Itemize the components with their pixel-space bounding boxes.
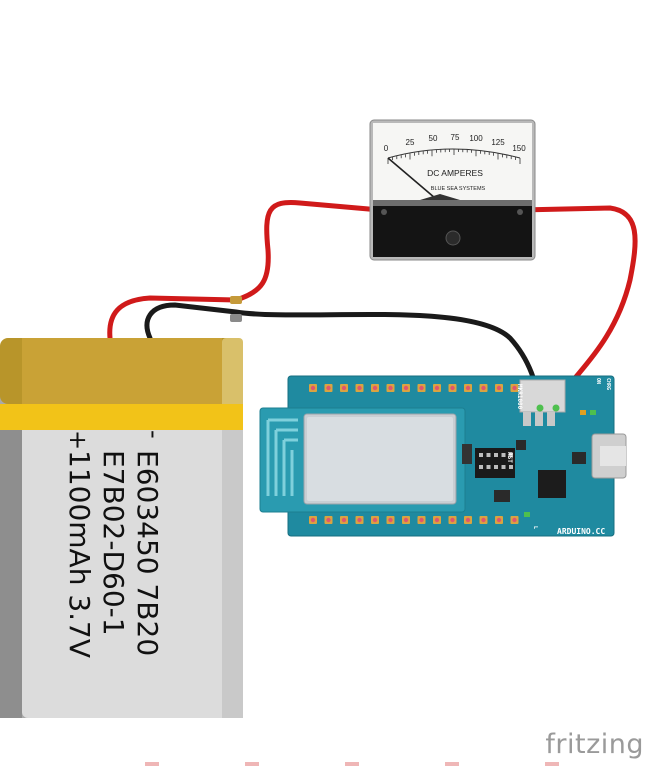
- header-pin-hole: [419, 517, 424, 523]
- meter-tick-label: 75: [451, 133, 460, 142]
- meter-face: [373, 123, 532, 203]
- header-pin-hole: [326, 385, 331, 391]
- board-on-label: ON: [595, 378, 601, 384]
- header-pin-hole: [403, 517, 409, 523]
- header-pin-hole: [341, 517, 347, 523]
- breadboard-edge-marks: [145, 762, 559, 766]
- header-pin-hole: [372, 517, 378, 523]
- header-pin-hole: [326, 517, 331, 523]
- header-pin-hole: [512, 517, 517, 523]
- prog-header-pin: [501, 453, 506, 457]
- header-pin-hole: [388, 385, 393, 391]
- prog-header-pin: [486, 453, 491, 457]
- header-pin-hole: [496, 517, 502, 523]
- header-pin-hole: [403, 385, 409, 391]
- prog-header-pin: [509, 465, 513, 469]
- header-pin-hole: [419, 385, 424, 391]
- header-pins-bottom: [309, 516, 519, 524]
- header-pin-hole: [512, 385, 517, 391]
- header-pin-hole: [496, 385, 502, 391]
- header-pins-top: [309, 384, 519, 392]
- header-pin-hole: [465, 517, 471, 523]
- header-pin-hole: [450, 385, 455, 391]
- board-l-label: L: [532, 526, 538, 529]
- header-pin-hole: [434, 385, 440, 391]
- header-pin-hole: [341, 385, 347, 391]
- negative-wire-pin: [536, 404, 544, 412]
- board-brand: ARDUINO.CC: [557, 527, 605, 536]
- battery-label-line2: E7B02-D60-1: [97, 450, 130, 636]
- wire-junction-black: [230, 314, 242, 322]
- fritzing-logo: fritzing: [545, 729, 644, 760]
- meter-tick-label: 100: [469, 134, 483, 143]
- meter-zero-adjust: [445, 230, 461, 246]
- battery-label-line1: E603450 7B20: [131, 450, 164, 656]
- header-pin-hole: [310, 517, 316, 523]
- meter-body: [373, 203, 532, 257]
- meter-tick-label: 25: [406, 138, 415, 147]
- battery-label-line3: 1100mAh 3.7V: [63, 450, 96, 658]
- antenna-trace: [266, 418, 298, 496]
- positive-wire-to-meter: [233, 200, 383, 303]
- meter-tick-label: 150: [512, 144, 526, 153]
- negative-wire: [144, 302, 543, 411]
- header-pin-hole: [310, 385, 316, 391]
- meter-tick-label: 0: [384, 144, 389, 153]
- meter-screw-left: [381, 209, 387, 215]
- positive-wire-pin: [552, 404, 560, 412]
- meter-unit-label: DC AMPERES: [427, 168, 483, 178]
- battery-minus-sign: -: [140, 430, 168, 439]
- board-rst-label: RST: [506, 452, 513, 463]
- microcontroller-chip: [538, 470, 566, 498]
- wire-junction-red: [230, 296, 242, 304]
- prog-header-pin: [494, 465, 498, 469]
- battery-yellow-band: [0, 404, 243, 430]
- battery-body: [22, 338, 243, 718]
- meter-tick-label: 125: [491, 138, 505, 147]
- header-pin-hole: [481, 517, 486, 523]
- meter-screw-right: [517, 209, 523, 215]
- board-chrg-label: CHRG: [605, 378, 611, 390]
- prog-header-pin: [479, 453, 483, 457]
- prog-header-pin: [486, 465, 491, 469]
- meter-brand: BLUE SEA SYSTEMS: [431, 186, 486, 192]
- header-pin-hole: [357, 385, 362, 391]
- header-pin-hole: [357, 517, 362, 523]
- header-pin-hole: [481, 385, 486, 391]
- led-l: [524, 512, 530, 517]
- arduino-mkr1000-board: ARDUINO.CC MKR1000 RST ON CHRG L: [259, 375, 627, 537]
- battery-plus-sign: +: [64, 430, 92, 450]
- prog-header-pin: [509, 453, 513, 457]
- dc-ammeter: 0 25 50 75 100 125 150 DC AMPERES BLUE S…: [369, 119, 536, 261]
- prog-header-pin: [501, 465, 506, 469]
- header-pin-hole: [372, 385, 378, 391]
- lipo-battery: + - E603450 7B20 E7B02-D60-1 1100mAh 3.7…: [0, 338, 243, 718]
- prog-header-pin: [479, 465, 483, 469]
- meter-tick-label: 50: [429, 134, 438, 143]
- meter-needle: [387, 157, 436, 199]
- reset-button: [516, 440, 526, 450]
- prog-header-pin: [494, 453, 498, 457]
- header-pin-hole: [450, 517, 455, 523]
- battery-positive-lead: [107, 295, 239, 341]
- header-pin-hole: [465, 385, 471, 391]
- header-pin-hole: [388, 517, 393, 523]
- header-pin-hole: [434, 517, 440, 523]
- board-model: MKR1000: [516, 384, 523, 410]
